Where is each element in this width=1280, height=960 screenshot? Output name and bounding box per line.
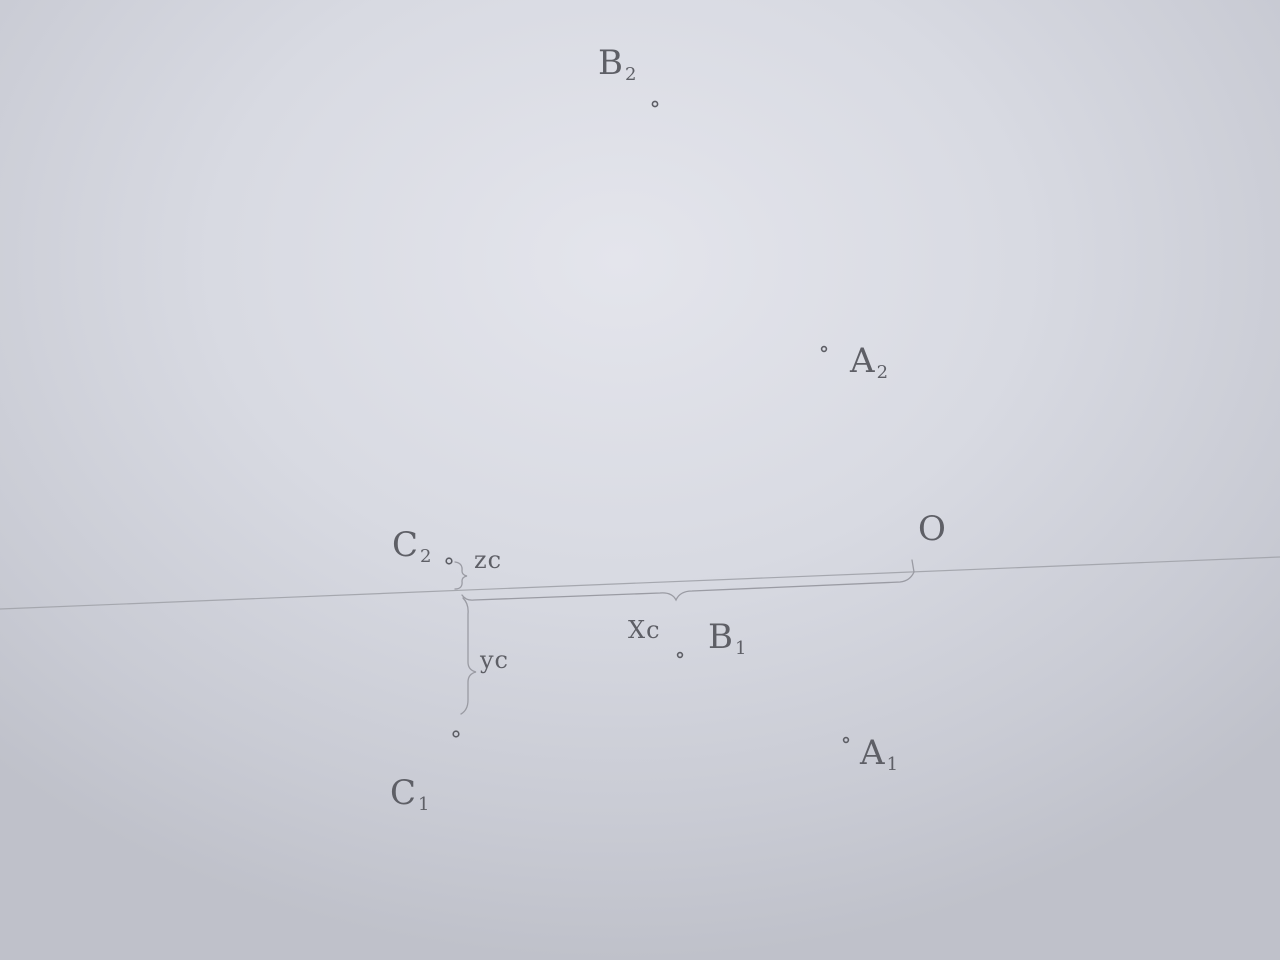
point-c1 [452, 730, 460, 738]
point-b2 [651, 100, 659, 108]
label-origin: O [918, 509, 947, 549]
label-c2: C2 [392, 525, 433, 567]
point-b1 [676, 651, 684, 659]
point-c2 [445, 557, 453, 565]
origin-tick [911, 559, 915, 573]
projection-axis-line [0, 556, 1280, 610]
label-yc: yc [480, 646, 509, 674]
yc-brace [460, 597, 477, 715]
label-b2: B2 [598, 43, 638, 85]
point-a1 [842, 736, 850, 744]
label-a2: A2 [850, 341, 890, 383]
label-b1: B1 [708, 617, 748, 659]
xc-brace [461, 571, 915, 602]
label-xc: Xc [628, 616, 661, 644]
label-a1: A1 [860, 733, 900, 775]
label-zc: zc [474, 546, 503, 574]
zc-brace [454, 561, 468, 590]
point-a2 [820, 345, 828, 353]
label-c1: C1 [390, 773, 431, 815]
